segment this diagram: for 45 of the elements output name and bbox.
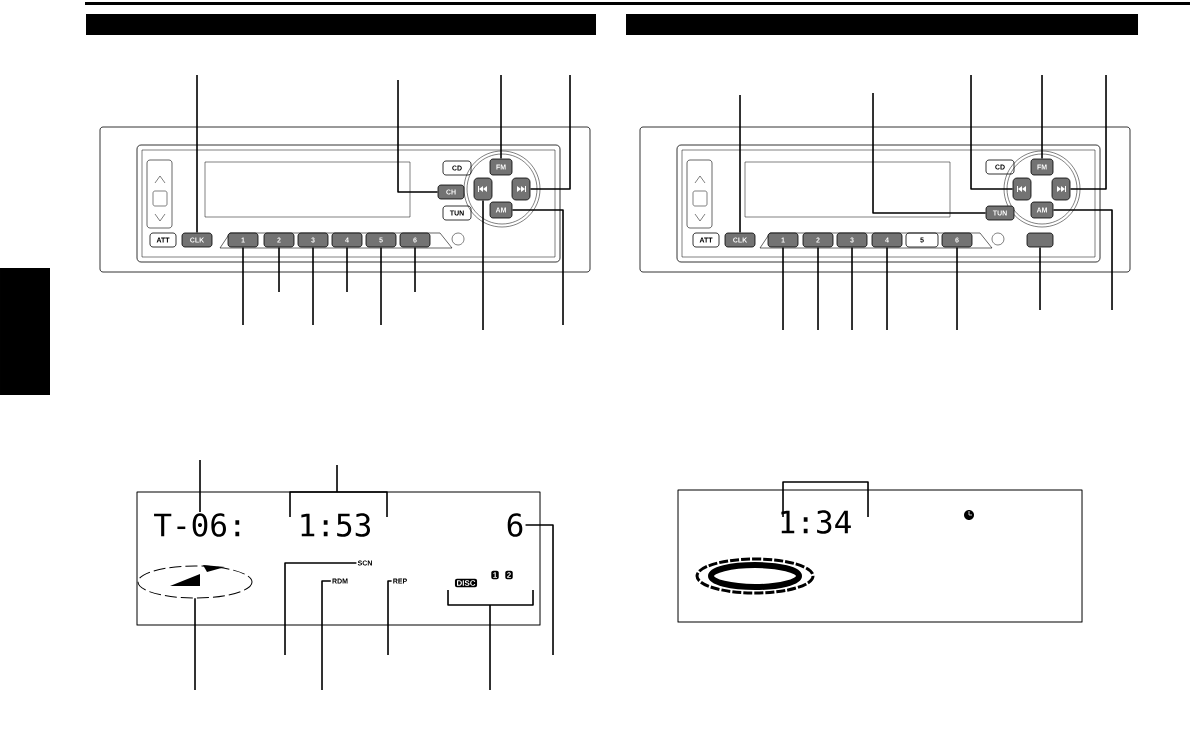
button [1026,232,1054,248]
display-digits: T-06: [154,513,240,537]
leader-line [817,246,819,331]
leader-line [886,246,888,331]
leader-line [782,246,784,331]
leader-line [284,562,358,656]
leader-line [447,589,534,691]
leader-line [387,580,393,656]
leader-line [482,199,484,331]
leader-line [956,246,958,331]
leader-line [414,246,416,293]
leader-line [321,580,332,691]
leader-line [1039,246,1041,311]
indicator-badge: DISC [454,578,478,588]
leader-line [1069,74,1107,190]
leader-line [278,246,280,293]
leader-line [289,464,388,518]
leader-line [872,92,987,214]
leader-line [346,246,348,293]
leader-line [196,74,198,234]
skip-forward-button [511,177,531,201]
leader-line [1041,74,1043,160]
leader-line [242,246,244,326]
display-digits: 6 [507,513,523,537]
skip-forward-button [1051,177,1071,201]
leader-line [194,597,196,691]
indicator-badge: 2 [505,570,513,580]
leader-line [529,74,571,190]
skip-back-button [473,177,493,201]
leader-line [511,209,564,326]
leader-line [397,79,439,193]
skip-back-button [1012,177,1032,201]
display-digits: 1:53 [301,513,370,537]
leader-line [380,246,382,326]
indicator-badge: 1 [491,570,499,580]
disc-indicator [137,565,253,599]
display-digits: 1:34 [781,510,851,534]
leader-line [851,246,853,331]
leader-line [524,524,554,656]
leader-line [312,246,314,326]
leader-line [500,74,502,160]
leader-line [199,459,201,513]
leader-line [739,94,741,234]
leader-line [970,74,1014,190]
leader-line [1052,209,1113,311]
